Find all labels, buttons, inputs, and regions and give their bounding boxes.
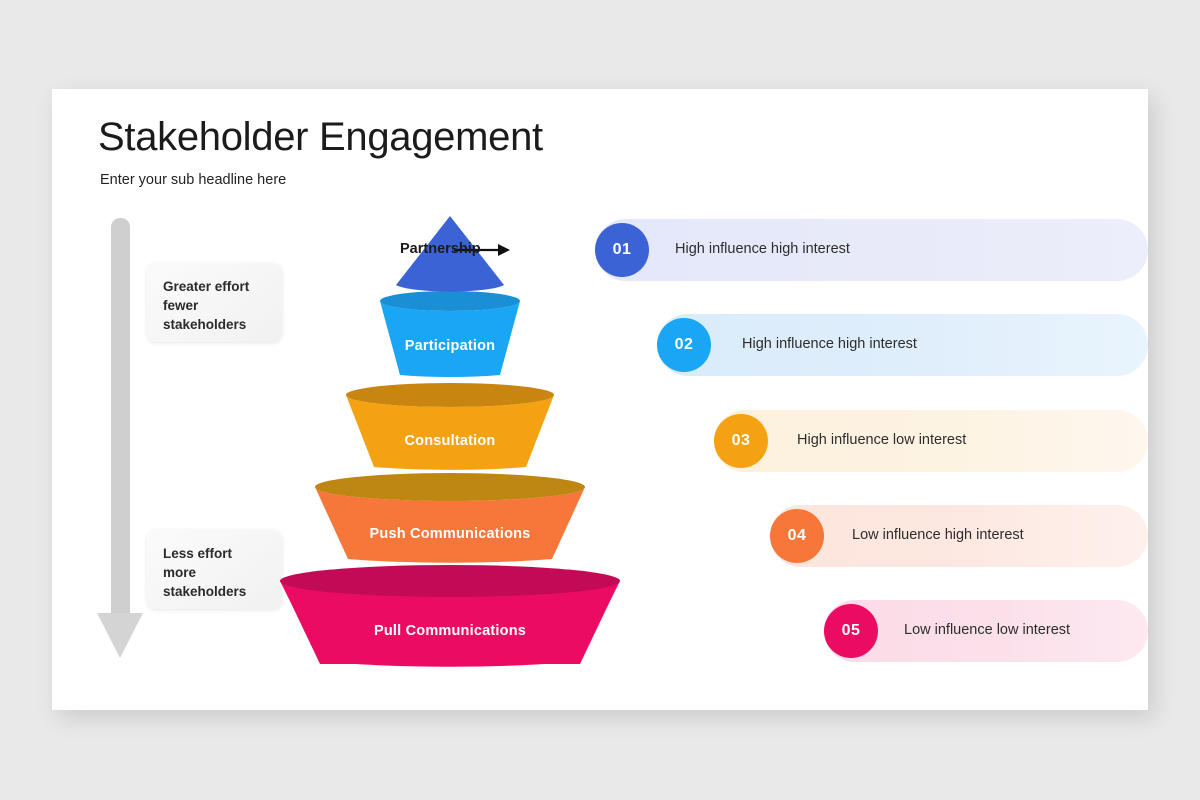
info-badge-02[interactable]: 02 bbox=[657, 318, 711, 372]
info-text-03: High influence low interest bbox=[797, 432, 967, 448]
note-greater-effort: Greater effort fewer stakeholders bbox=[147, 263, 282, 342]
info-row-02[interactable] bbox=[657, 314, 1148, 376]
info-row-03[interactable] bbox=[714, 410, 1148, 472]
pyramid-label-pull-communications: Pull Communications bbox=[373, 623, 527, 639]
info-badge-04[interactable]: 04 bbox=[770, 509, 824, 563]
info-badge-01[interactable]: 01 bbox=[595, 223, 649, 277]
info-badge-05[interactable]: 05 bbox=[824, 604, 878, 658]
pyramid-label-consultation: Consultation bbox=[404, 433, 496, 449]
info-row-04[interactable] bbox=[770, 505, 1148, 567]
pyramid-level-participation[interactable] bbox=[380, 291, 520, 377]
info-row-05[interactable] bbox=[824, 600, 1148, 662]
page-subtitle: Enter your sub headline here bbox=[100, 172, 287, 188]
info-text-05: Low influence low interest bbox=[904, 622, 1071, 638]
pyramid-level-consultation[interactable] bbox=[346, 383, 554, 470]
pyramid-level-push-communications[interactable] bbox=[315, 473, 585, 563]
info-text-04: Low influence high interest bbox=[852, 527, 1024, 543]
direction-arrow-head-icon bbox=[97, 613, 143, 658]
pyramid-label-partnership: Partnership bbox=[400, 241, 481, 257]
info-text-02: High influence high interest bbox=[742, 336, 917, 352]
direction-arrow-shaft bbox=[111, 218, 130, 615]
info-row-01[interactable] bbox=[595, 219, 1148, 281]
slide-canvas: Stakeholder Engagement Enter your sub he… bbox=[52, 89, 1148, 710]
info-badge-03[interactable]: 03 bbox=[714, 414, 768, 468]
info-text-01: High influence high interest bbox=[675, 241, 850, 257]
page-title: Stakeholder Engagement bbox=[98, 115, 543, 159]
pyramid-level-pull-communications[interactable] bbox=[280, 565, 620, 667]
note-less-effort: Less effort more stakeholders bbox=[147, 530, 282, 609]
pyramid-label-participation: Participation bbox=[404, 338, 496, 354]
pyramid-label-push-communications: Push Communications bbox=[369, 526, 531, 542]
